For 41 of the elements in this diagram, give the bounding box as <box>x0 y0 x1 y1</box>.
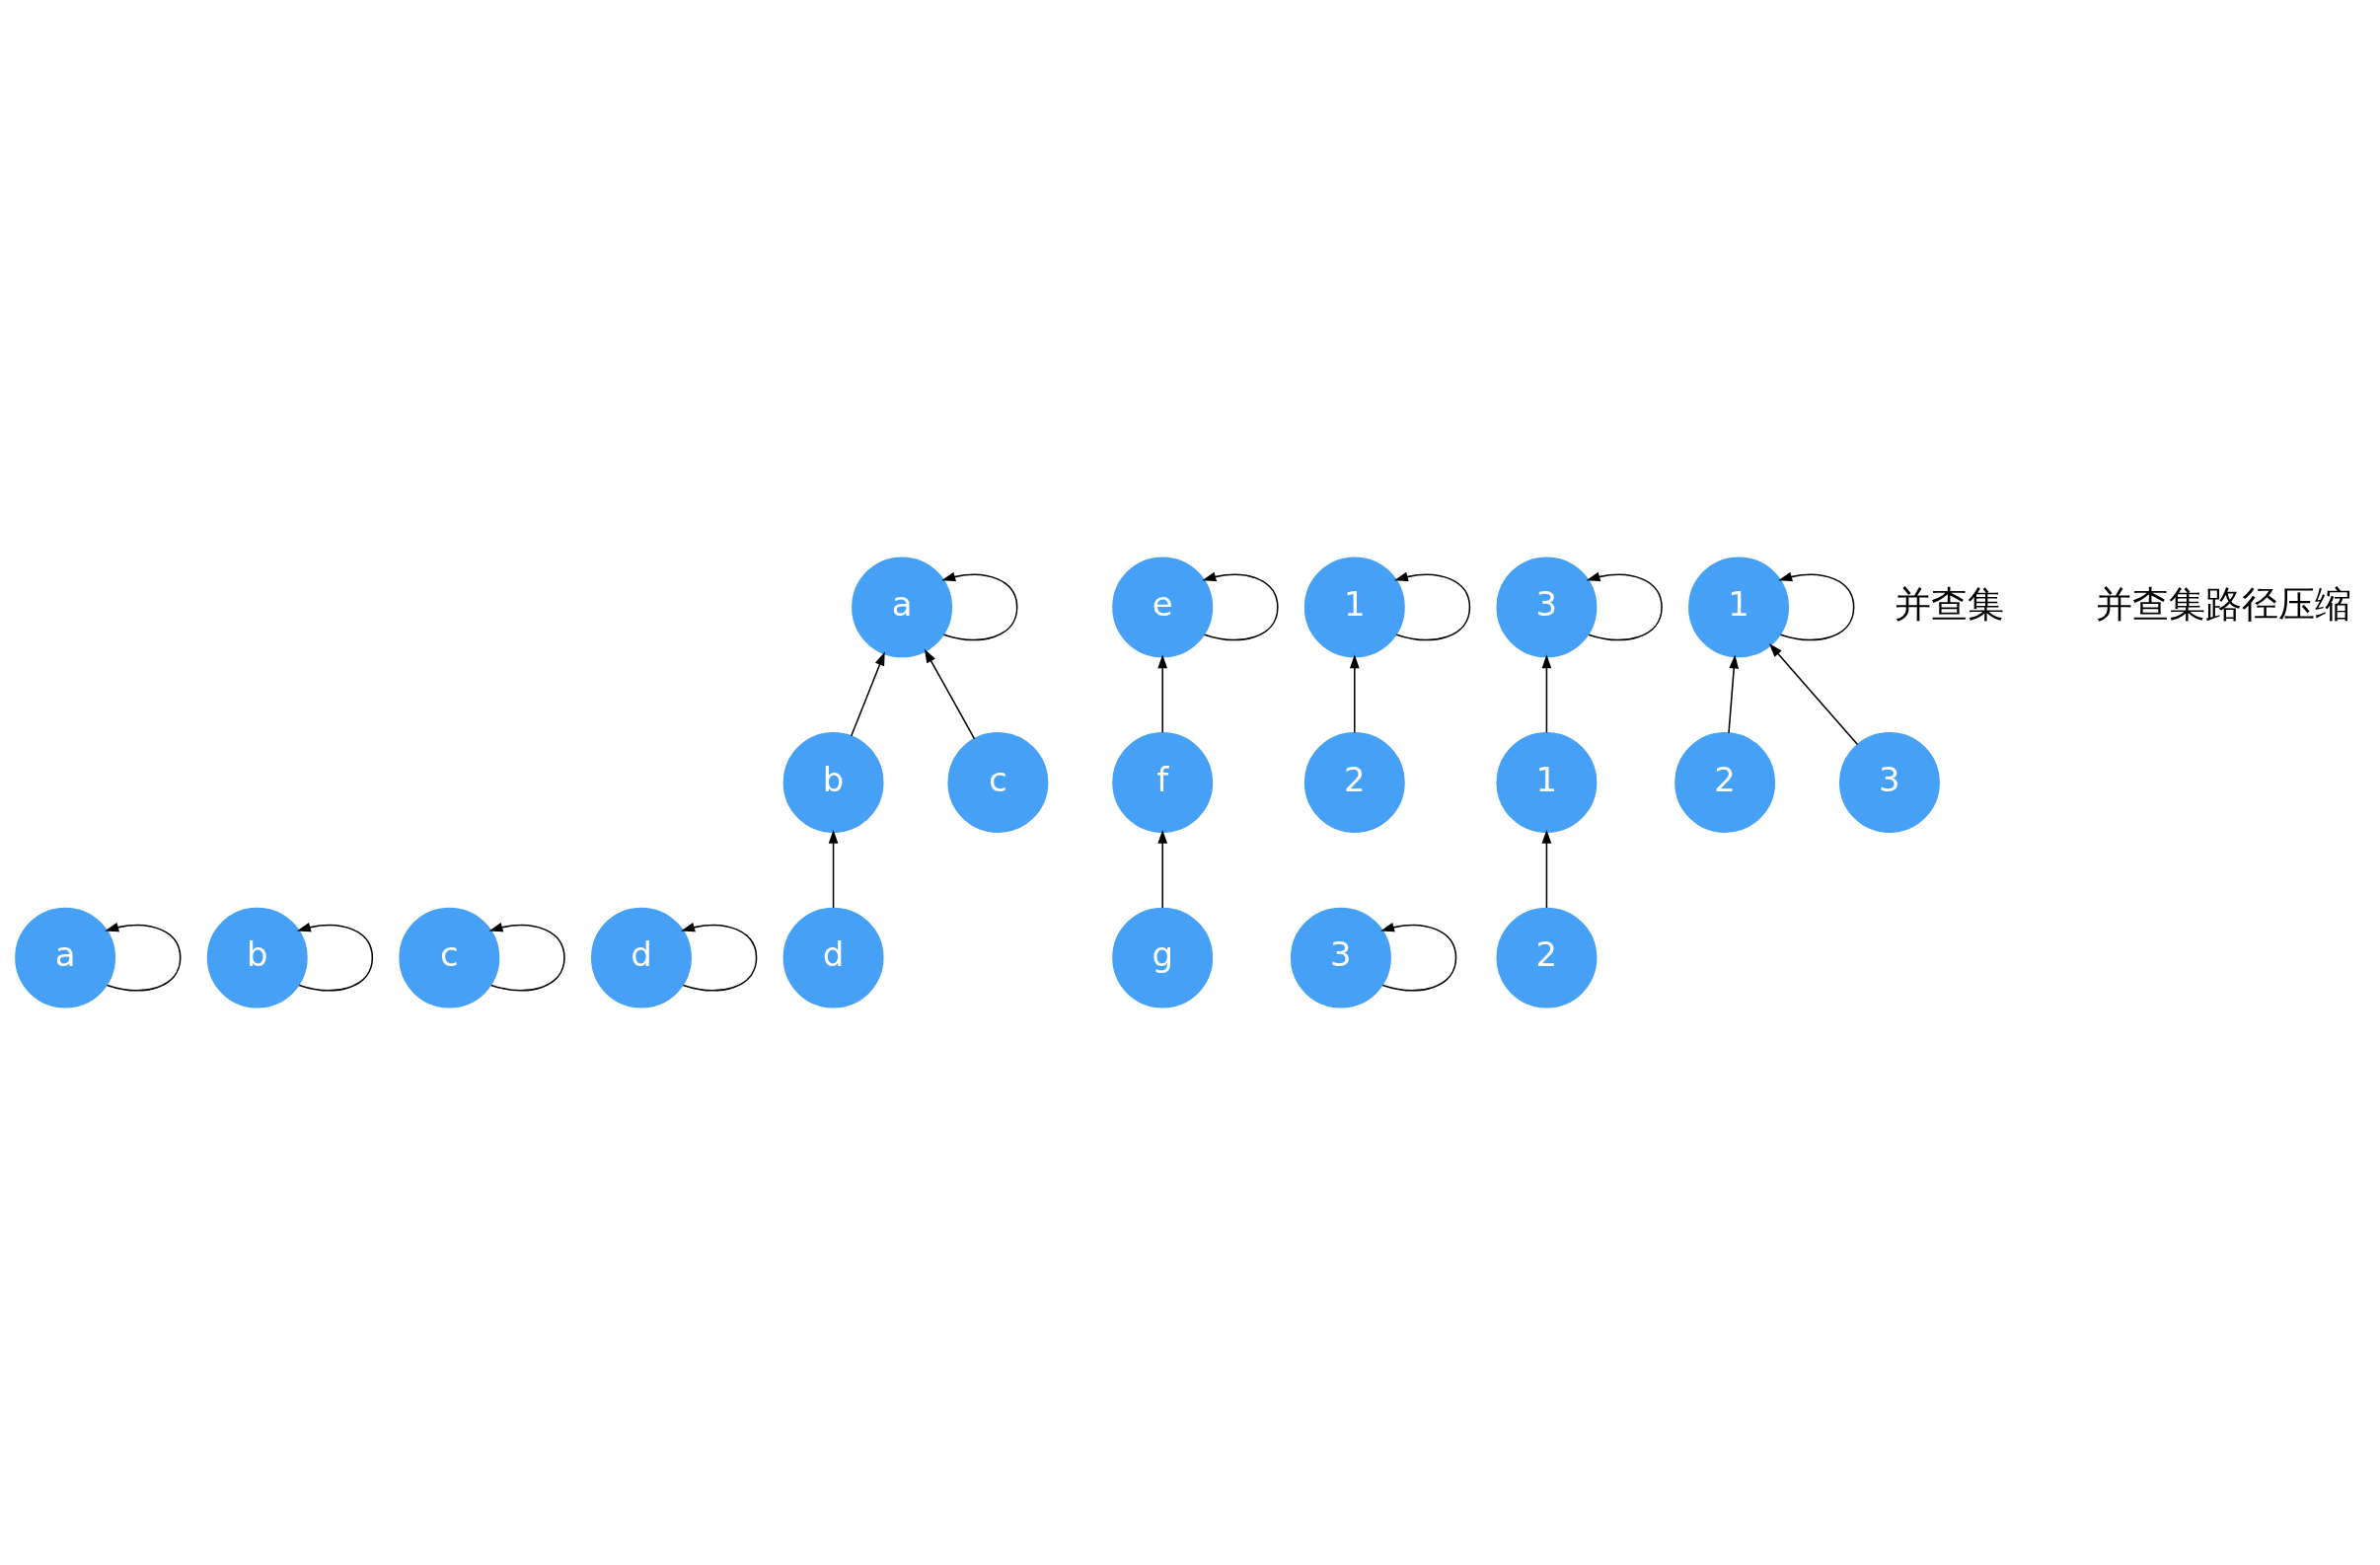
arrow <box>1586 571 1663 641</box>
arrow <box>924 648 976 740</box>
label: 并查集 <box>1894 582 2004 626</box>
node-circle: 1 <box>1303 557 1405 658</box>
node-circle: c <box>947 732 1049 833</box>
node-circle: a <box>15 907 116 1008</box>
node-circle: 2 <box>1674 732 1776 833</box>
arrow <box>1202 571 1279 641</box>
arrow <box>105 923 182 992</box>
arrow <box>1728 654 1740 734</box>
arrow <box>1380 923 1457 992</box>
arrow <box>296 923 374 992</box>
node-circle: d <box>782 907 884 1008</box>
label: 并查集路径压缩 <box>2095 582 2351 626</box>
arrow <box>1778 571 1855 641</box>
node-circle: 3 <box>1496 557 1598 658</box>
node-circle: c <box>399 907 500 1008</box>
arrow <box>828 829 839 909</box>
node-circle: b <box>782 732 884 833</box>
node-circle: 2 <box>1303 732 1405 833</box>
arrow <box>1157 654 1168 734</box>
node-circle: a <box>852 557 953 658</box>
arrow <box>1768 643 1859 746</box>
arrow <box>1157 829 1168 909</box>
arrow <box>1541 829 1552 909</box>
node-circle: f <box>1112 732 1214 833</box>
node-circle: 2 <box>1496 907 1598 1008</box>
node-circle: 3 <box>1290 907 1391 1008</box>
node-circle: b <box>206 907 308 1008</box>
arrow <box>488 923 565 992</box>
arrow <box>941 571 1018 641</box>
node-circle: e <box>1112 557 1214 658</box>
arrow <box>681 923 758 992</box>
node-circle: 3 <box>1839 732 1940 833</box>
arrow <box>850 651 885 737</box>
node-circle: d <box>591 907 692 1008</box>
arrow <box>1349 654 1360 734</box>
arrow <box>1394 571 1471 641</box>
node-circle: g <box>1112 907 1214 1008</box>
node-circle: 1 <box>1496 732 1598 833</box>
arrow <box>1541 654 1552 734</box>
